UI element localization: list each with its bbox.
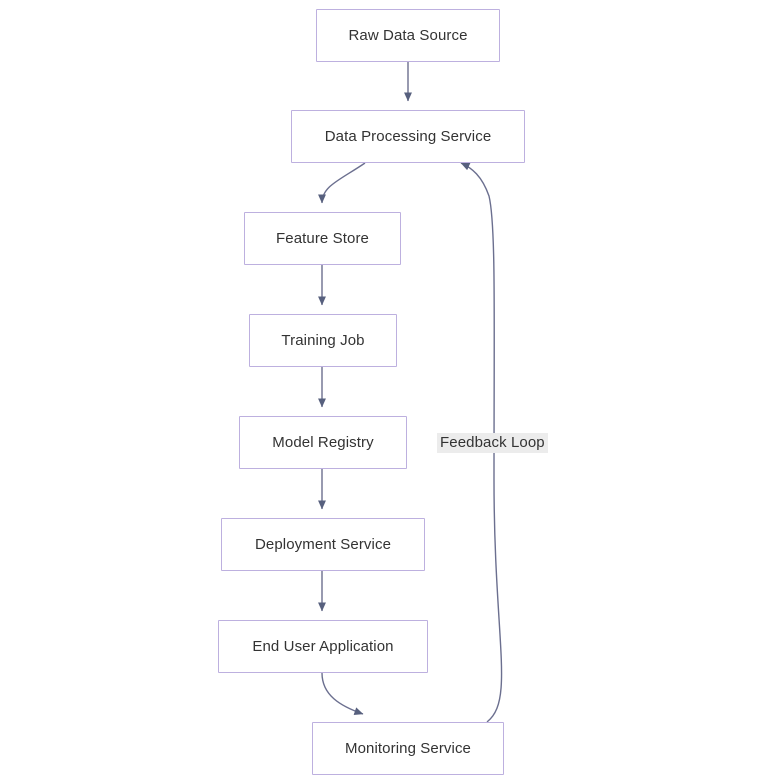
edge-enduser-to-monitoring bbox=[321, 672, 364, 715]
node-label: Model Registry bbox=[272, 433, 374, 451]
node-label: Raw Data Source bbox=[348, 26, 468, 44]
edge-label-feedback-loop: Feedback Loop bbox=[437, 433, 548, 453]
edge-label-text: Feedback Loop bbox=[440, 434, 545, 451]
node-label: Training Job bbox=[281, 331, 365, 349]
node-raw-data-source[interactable]: Raw Data Source bbox=[316, 9, 500, 62]
node-training-job[interactable]: Training Job bbox=[249, 314, 397, 367]
node-feature-store[interactable]: Feature Store bbox=[244, 212, 401, 265]
node-model-registry[interactable]: Model Registry bbox=[239, 416, 407, 469]
node-label: Deployment Service bbox=[254, 535, 392, 553]
node-monitoring-service[interactable]: Monitoring Service bbox=[312, 722, 504, 775]
edge-processing-to-feature bbox=[318, 162, 366, 204]
node-label: Feature Store bbox=[275, 229, 369, 247]
node-deployment-service[interactable]: Deployment Service bbox=[221, 518, 425, 571]
node-label: Data Processing Service bbox=[324, 127, 492, 145]
node-label: End User Application bbox=[252, 637, 394, 655]
node-data-processing-service[interactable]: Data Processing Service bbox=[291, 110, 525, 163]
node-label: Monitoring Service bbox=[344, 739, 472, 757]
edge-monitoring-to-processing bbox=[460, 162, 503, 723]
node-end-user-application[interactable]: End User Application bbox=[218, 620, 428, 673]
